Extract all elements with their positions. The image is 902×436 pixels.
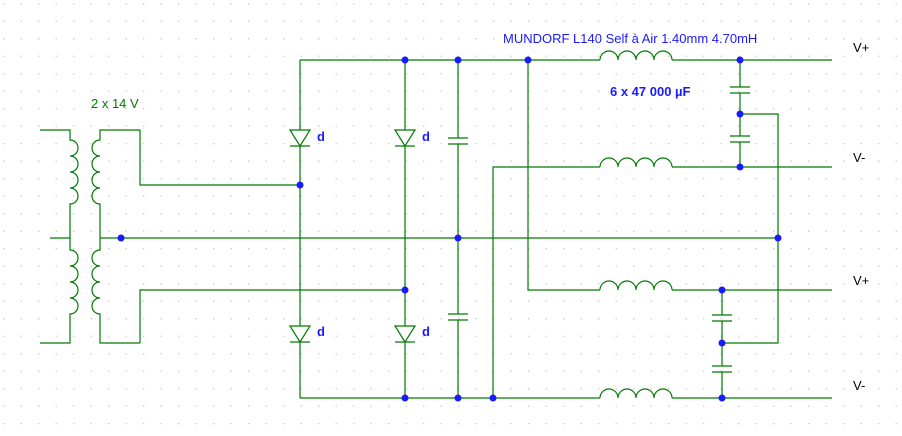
junction-dot <box>117 234 125 242</box>
diode-1 <box>288 129 312 148</box>
secondary-top-lead <box>139 130 300 186</box>
junction-dot <box>736 163 744 171</box>
junction-dot <box>736 56 744 64</box>
inductor-lower-vplus <box>599 280 673 291</box>
junction-dot <box>718 394 726 402</box>
diode-3-label: d <box>422 129 430 144</box>
output-label-4: V- <box>853 378 865 393</box>
feed-to-upper-vminus <box>492 166 600 398</box>
diode-2-label: d <box>317 324 325 339</box>
junction-dot <box>718 286 726 294</box>
junction-dot <box>489 394 497 402</box>
filter-capacitor-2 <box>448 313 468 321</box>
filter-capacitor-1 <box>448 137 468 145</box>
junction-dot <box>401 286 409 294</box>
feed-to-lower-vplus <box>527 60 600 291</box>
diode-1-label: d <box>317 129 325 144</box>
inductor-upper-vminus <box>599 157 673 168</box>
transformer-secondary-top <box>91 129 140 238</box>
junction-dot <box>454 56 462 64</box>
junction-dot <box>774 234 782 242</box>
transformer-secondary-bottom <box>91 238 140 344</box>
output-label-3: V+ <box>853 273 869 288</box>
transformer-label: 2 x 14 V <box>91 96 139 111</box>
junction-dot <box>401 394 409 402</box>
inductor-upper-vplus <box>599 50 673 61</box>
junction-dot <box>296 181 304 189</box>
transformer-primary-top <box>40 129 79 238</box>
output-label-2: V- <box>853 150 865 165</box>
diode-2 <box>288 325 312 344</box>
diode-3 <box>393 129 417 148</box>
junction-dot <box>524 56 532 64</box>
junction-dot <box>718 339 726 347</box>
output-label-1: V+ <box>853 40 869 55</box>
junction-dots <box>117 56 782 402</box>
diode-4 <box>393 325 417 344</box>
junction-dot <box>454 394 462 402</box>
diode-4-label: d <box>422 324 430 339</box>
transformer-primary-bottom <box>40 238 79 344</box>
junction-dot <box>454 234 462 242</box>
output-capacitor-2 <box>730 135 750 143</box>
capacitor-label: 6 x 47 000 µF <box>610 84 691 99</box>
inductor-lower-vminus <box>599 388 673 399</box>
junction-dot <box>401 56 409 64</box>
output-capacitor-4 <box>712 365 732 373</box>
secondary-bottom-lead <box>139 289 405 343</box>
upper-midpoint-link <box>722 113 779 344</box>
inductor-label: MUNDORF L140 Self à Air 1.40mm 4.70mH <box>503 31 757 46</box>
output-capacitor-3 <box>712 314 732 322</box>
transformer: 2 x 14 V <box>40 96 140 344</box>
junction-dot <box>736 110 744 118</box>
output-capacitor-1 <box>730 86 750 94</box>
